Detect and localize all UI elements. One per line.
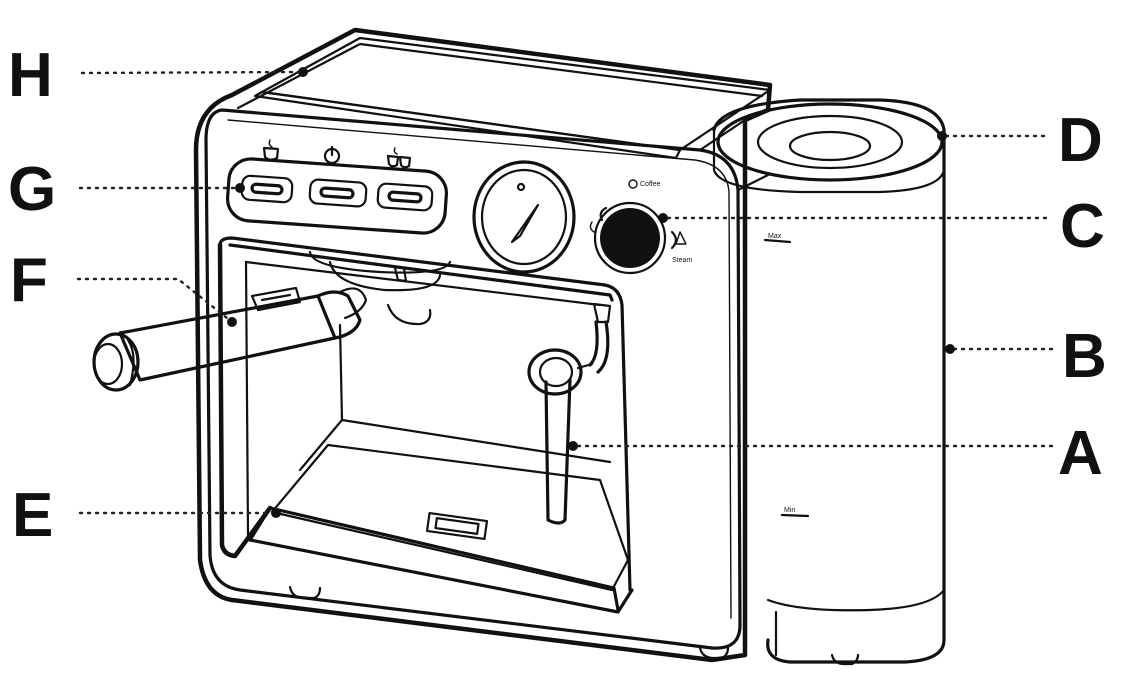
label-B: B xyxy=(1062,322,1107,391)
pointer-dot-H xyxy=(298,67,308,77)
steam-wand xyxy=(527,302,612,525)
pointer-dot-G xyxy=(235,183,245,193)
pointer-dot-F xyxy=(227,317,237,327)
label-F: F xyxy=(10,246,48,315)
label-D: D xyxy=(1058,106,1103,175)
label-H: H xyxy=(8,41,53,110)
label-G: G xyxy=(8,155,56,224)
control-panel: Coffee Steam xyxy=(225,139,692,275)
cup-single-icon xyxy=(262,139,280,161)
leader-H xyxy=(80,70,302,75)
min-mark-text: Min xyxy=(784,507,795,514)
drip-tray xyxy=(248,443,634,614)
pointer-dot-D xyxy=(937,131,947,141)
water-tank: Max Min xyxy=(712,98,946,666)
control-knob xyxy=(593,201,678,275)
cup-double-icon xyxy=(386,147,412,169)
steam-mark-text: Steam xyxy=(672,257,692,264)
buttons xyxy=(240,174,434,212)
part-labels: H G F E D C B A xyxy=(8,41,1107,550)
pointer-dot-C xyxy=(658,213,668,223)
label-C: C xyxy=(1060,192,1105,261)
pointer-dot-A xyxy=(568,441,578,451)
machine-body xyxy=(193,27,773,663)
pointer-dot-E xyxy=(271,508,281,518)
top-grate xyxy=(253,36,772,160)
label-E: E xyxy=(12,481,53,550)
leader-lines xyxy=(76,67,1054,518)
leader-F xyxy=(76,277,234,324)
power-icon xyxy=(323,145,341,165)
max-mark-text: Max xyxy=(768,233,782,240)
brew-opening xyxy=(217,236,632,592)
portafilter xyxy=(92,286,368,392)
coffee-mark-text: Coffee xyxy=(640,181,661,188)
label-A: A xyxy=(1058,419,1103,488)
pointer-dot-B xyxy=(945,344,955,354)
pressure-gauge xyxy=(472,160,576,274)
